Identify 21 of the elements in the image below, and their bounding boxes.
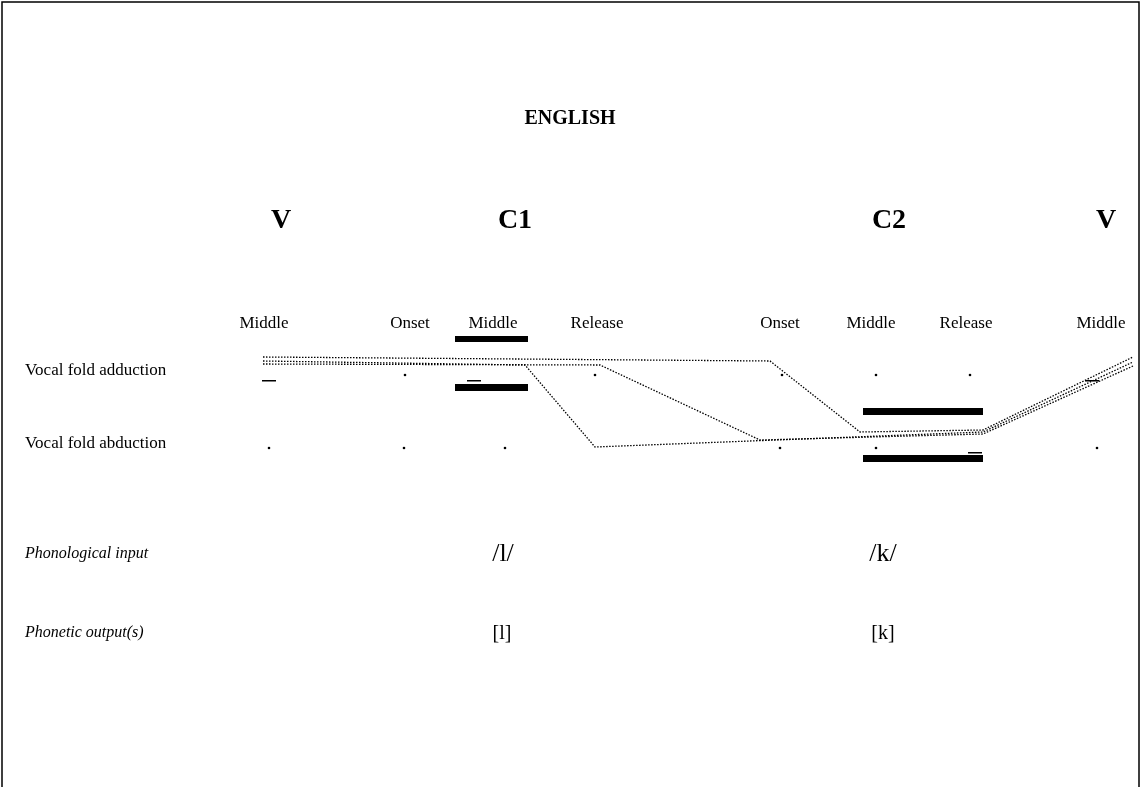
segment-heading: V (1095, 203, 1117, 235)
phase-label: Onset (760, 313, 800, 333)
row-label: Phonological input (25, 544, 149, 562)
phase-label: Middle (1076, 313, 1126, 333)
phoneme-symbol: /k/ (869, 538, 897, 568)
phase-label: Onset (390, 313, 430, 333)
phoneme-symbol: /l/ (492, 538, 514, 568)
row-label: Vocal fold abduction (25, 433, 167, 453)
phone-symbol: [k] (871, 620, 895, 644)
row-label: Vocal fold adduction (25, 360, 167, 380)
phase-label: Middle (846, 313, 896, 333)
phase-label: Middle (468, 313, 518, 333)
segment-heading: C2 (871, 203, 907, 235)
phase-label: Middle (239, 313, 289, 333)
phase-label: Release (570, 313, 624, 333)
segment-heading: V (270, 203, 292, 235)
row-label: Phonetic output(s) (25, 623, 144, 641)
segment-heading: C1 (497, 203, 533, 235)
diagram-title: ENGLISH (524, 105, 616, 129)
phone-symbol: [l] (492, 620, 512, 644)
phase-label: Release (939, 313, 993, 333)
